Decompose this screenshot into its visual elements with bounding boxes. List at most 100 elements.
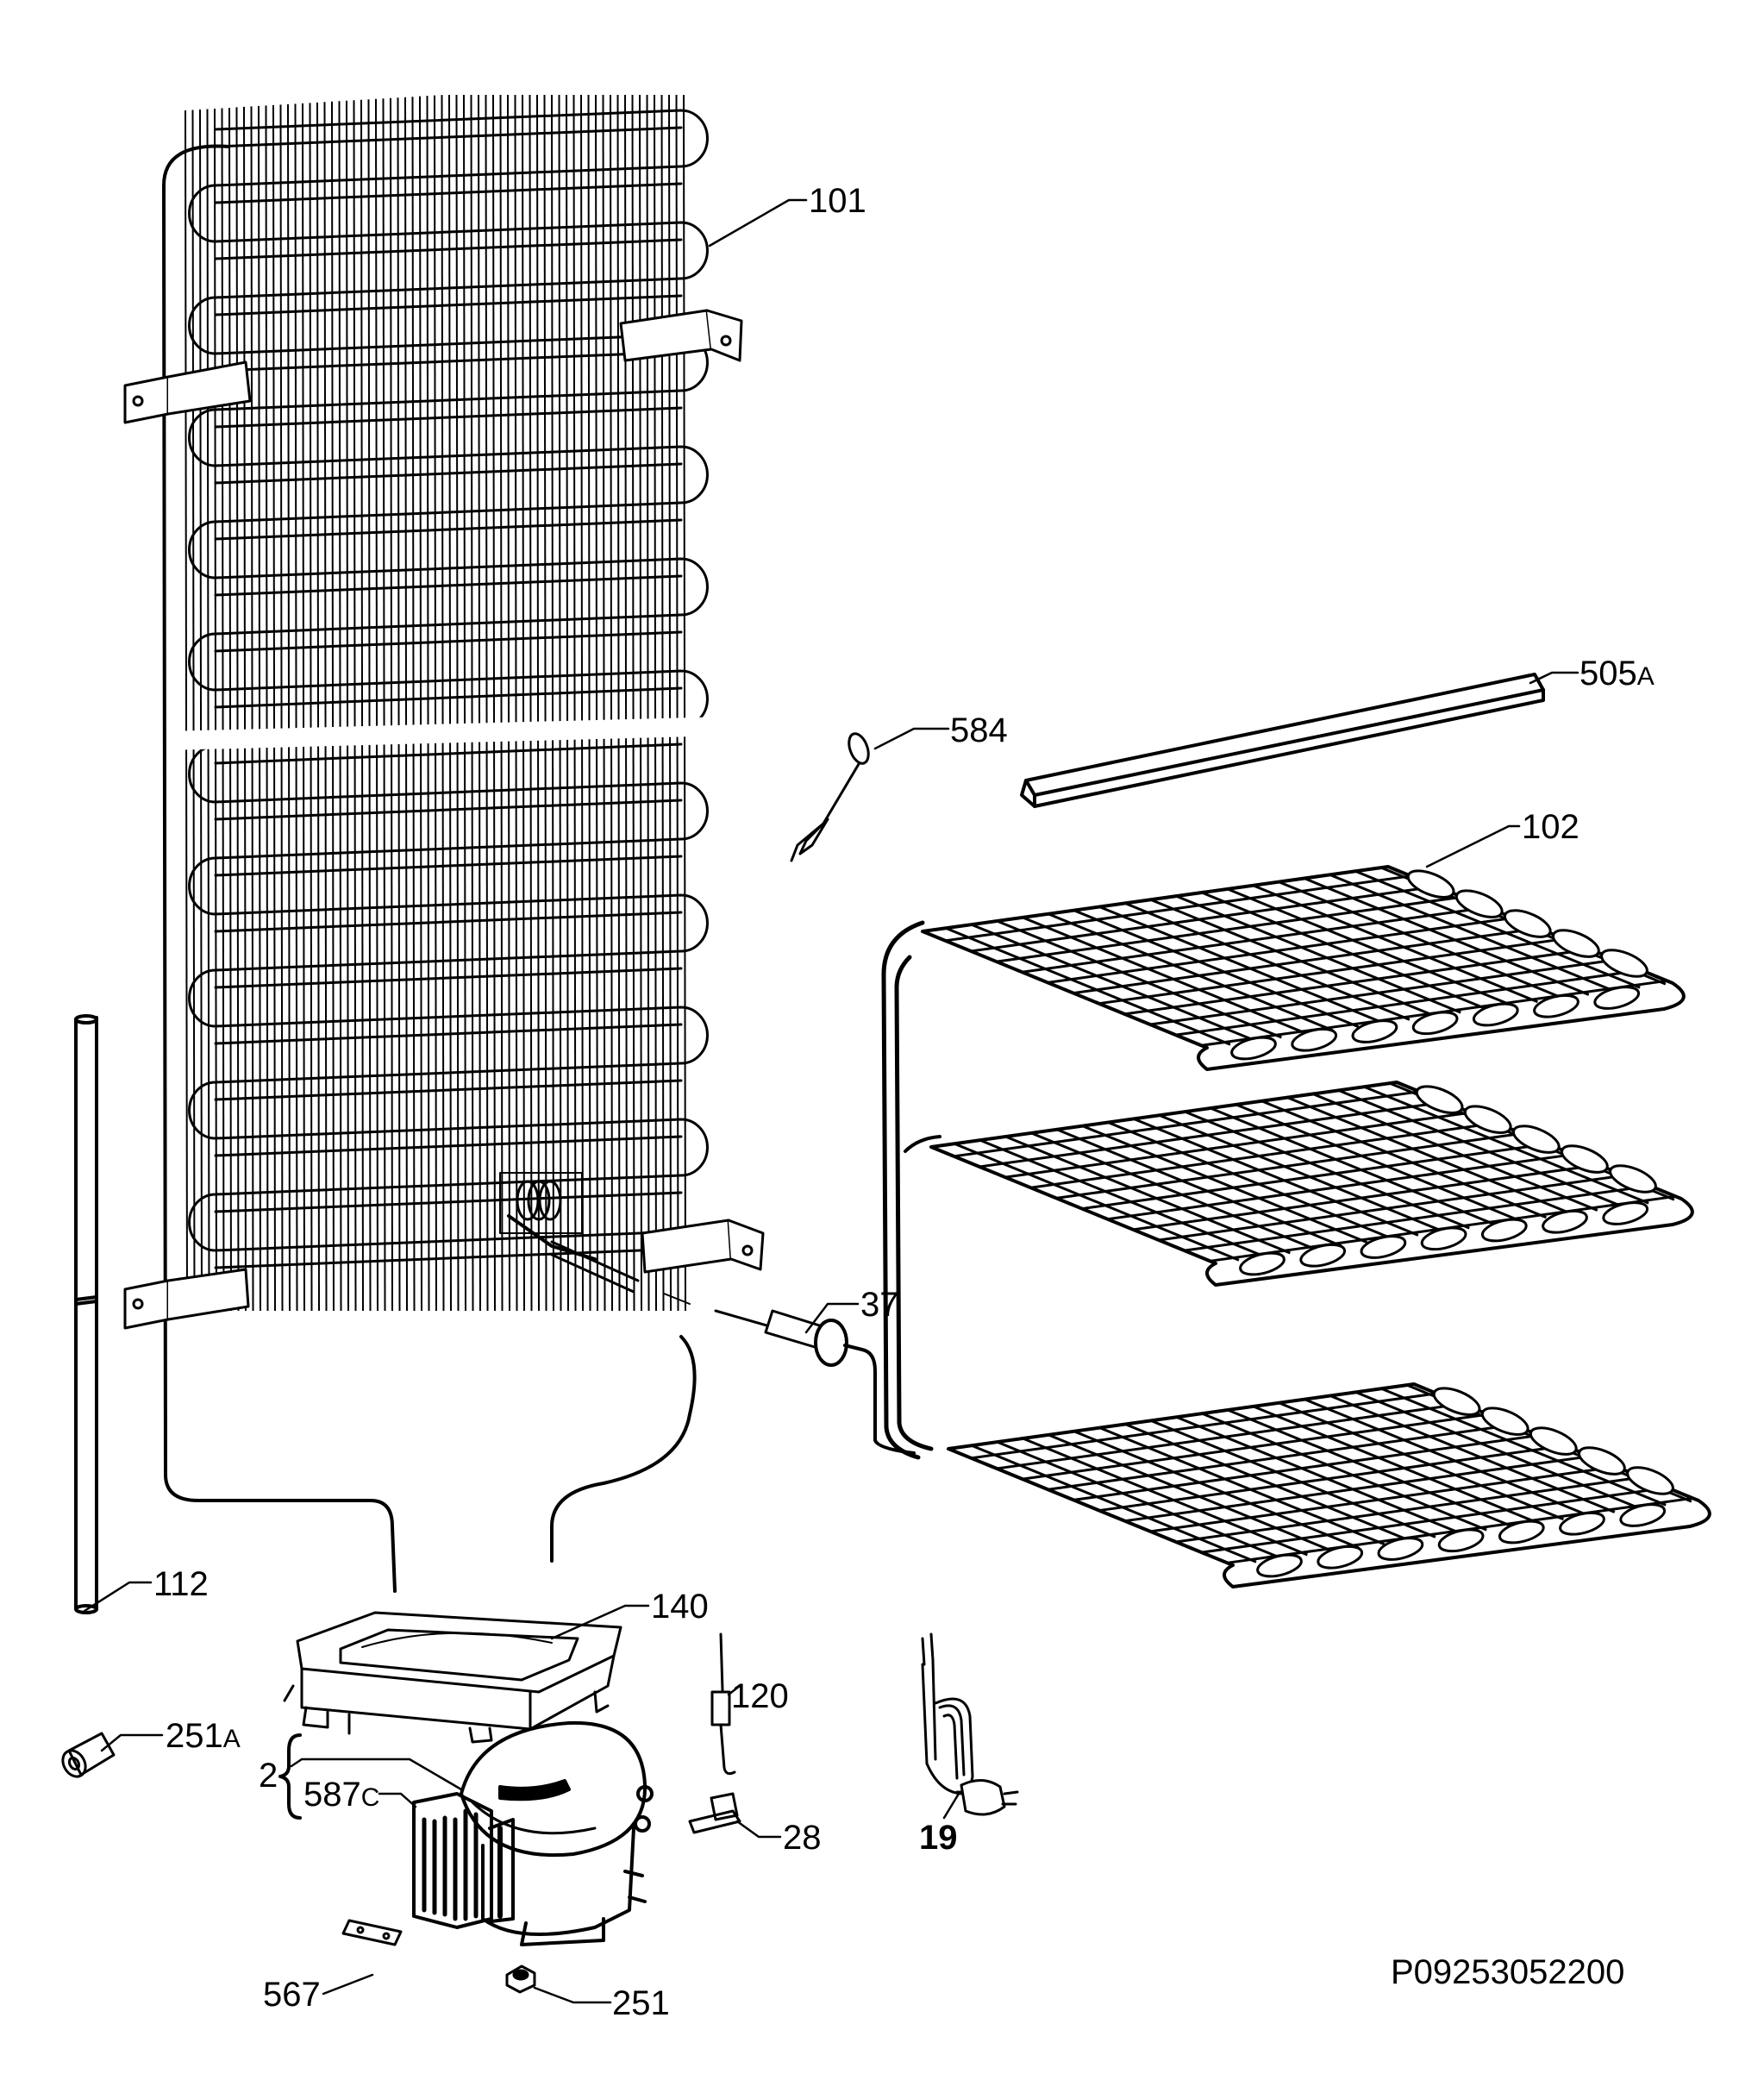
condenser-wire [492,95,496,1312]
condenser-wire [360,99,364,1312]
condenser-wire [221,108,225,1312]
condenser-wire [522,95,525,1312]
condenser-wire [390,97,393,1312]
condenser-wire [675,95,679,1312]
thermostat-120 [710,1632,736,1776]
compressor-2 [412,1720,654,1946]
condenser-wire [397,97,401,1312]
clip-567 [341,1919,403,1946]
condenser-wire [478,95,481,1312]
condenser-wire [610,95,613,1312]
condenser-wire [323,102,328,1312]
evaporator-shelf [929,1081,1694,1287]
condenser-101 [123,95,765,1593]
condenser-wire [668,95,672,1312]
condenser-wire [426,96,430,1312]
condenser-wire [536,95,540,1312]
condenser-wire [309,103,313,1312]
drip-tray-140 [283,1611,622,1744]
condenser-wire [551,95,554,1312]
condenser-wire [316,102,320,1312]
condenser-wire [485,95,489,1312]
label-505: 505A [1579,655,1655,692]
condenser-wire [580,95,584,1312]
condenser-wire [265,105,269,1312]
condenser-wire [624,95,628,1312]
condenser-wire [514,95,518,1312]
condenser-wire [228,107,232,1312]
condenser-wire [587,95,591,1312]
condenser-wire [287,103,291,1312]
label-584: 584 [950,711,1008,749]
condenser-wire [411,97,416,1312]
condenser-wire [302,103,305,1312]
condenser-wire [353,100,357,1312]
condenser-wire [258,105,261,1312]
bracket-28 [688,1792,741,1834]
condenser-coil [188,109,709,1269]
condenser-wire [448,95,452,1312]
condenser-wire [375,98,378,1312]
condenser-wire [646,95,650,1312]
dryer-37 [714,1309,916,1455]
tube-112 [74,1014,98,1614]
condenser-wire [529,95,533,1312]
capillary-584 [790,732,870,862]
label-251a: 251A [166,1717,241,1755]
condenser-wire [543,95,547,1312]
condenser-wire [382,98,386,1312]
condenser-wire [338,101,342,1312]
condenser-wire [470,95,474,1312]
label-112: 112 [153,1565,209,1603]
condenser-wire [434,95,437,1312]
condenser-wire [683,95,686,1312]
grommet-251a [61,1732,116,1778]
condenser-wire [660,95,665,1312]
condenser-wire [572,95,577,1312]
evaporator-102 [881,865,1711,1588]
label-102: 102 [1522,808,1579,846]
strip-505a [1020,673,1545,808]
condenser-wire [507,95,510,1312]
condenser-wire [214,108,217,1312]
condenser-wire [499,95,504,1312]
label-587c: 587C [303,1776,379,1814]
condenser-wire [294,103,298,1312]
condenser-wire [191,110,196,1312]
condenser-wire [279,104,284,1312]
label-19: 19 [919,1819,958,1857]
label-37: 37 [860,1286,899,1324]
condenser-wire [566,95,569,1312]
power-cord-19 [921,1632,1019,1816]
condenser-wire [419,96,422,1312]
label-120: 120 [731,1677,789,1715]
condenser-wire [185,110,188,1312]
leader-lines [83,198,1579,2004]
label-567: 567 [263,1976,321,2014]
condenser-wire [404,97,408,1312]
condenser-wire [631,95,635,1312]
condenser-wire [243,106,247,1312]
condenser-wire [199,109,203,1312]
evaporator-shelf [921,865,1686,1071]
label-28: 28 [783,1819,822,1857]
brace-2 [278,1733,302,1820]
condenser-wire [616,95,621,1312]
condenser-wire [272,104,276,1312]
part-labels: 101 102 505A 584 37 112 140 120 251A 2 5… [153,182,1655,2022]
condenser-wire [455,95,460,1312]
condenser-wire [235,107,240,1312]
condenser-wire [602,95,606,1312]
condenser-wire [639,95,642,1312]
condenser-wire [441,95,445,1312]
condenser-wire [250,106,254,1312]
condenser-wire [463,95,466,1312]
condenser-wire [331,101,335,1312]
condenser-wire [595,95,598,1312]
condenser-wire [654,95,657,1312]
condenser-wire [206,109,210,1312]
condenser-wire [367,99,372,1312]
nut-251 [505,1964,536,1994]
